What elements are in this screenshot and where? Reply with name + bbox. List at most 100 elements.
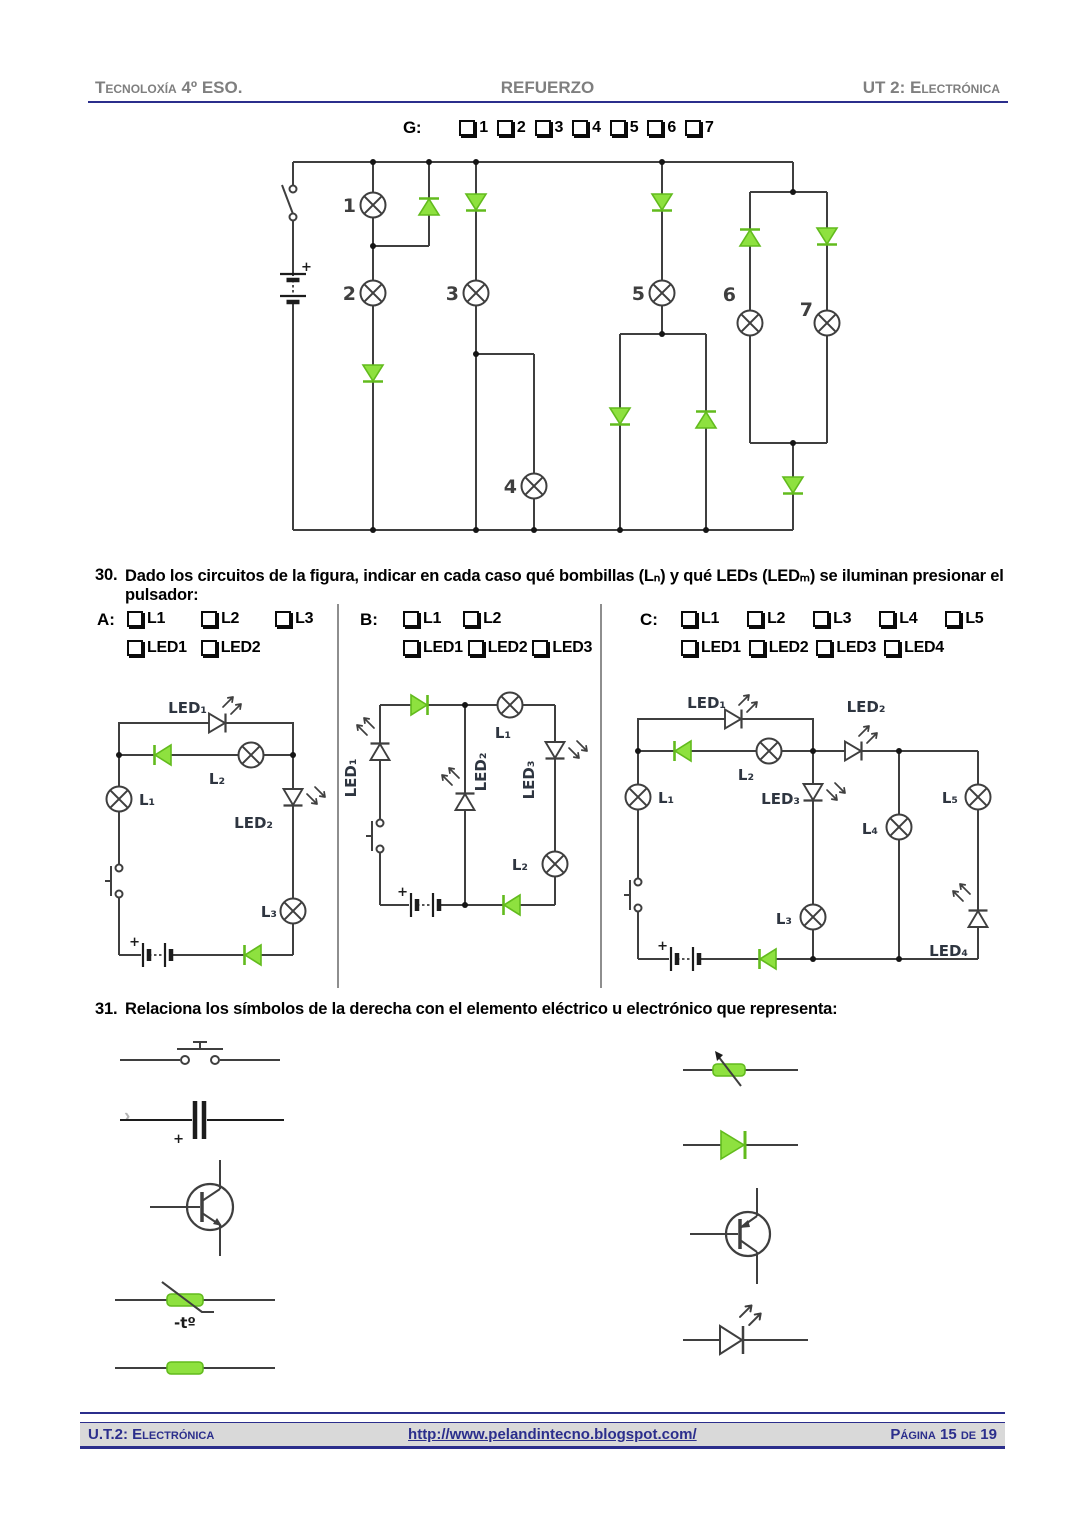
answer-group-b: B: L1 L2 LED1 LED2 LED3 xyxy=(360,610,592,657)
led1-icon xyxy=(369,742,391,762)
header-unit: UT 2: Electrónica xyxy=(862,78,1000,97)
g-options: 1 2 3 4 5 6 7 xyxy=(459,119,714,137)
checkbox-label: L5 xyxy=(965,610,984,627)
checkbox-label: 3 xyxy=(554,119,564,136)
l2-label: L₂ xyxy=(209,770,225,788)
bulb-4-label: 4 xyxy=(504,476,517,498)
checkbox-label: 6 xyxy=(667,119,676,136)
led2-icon xyxy=(843,740,863,762)
checkbox-c-led1[interactable] xyxy=(681,640,697,656)
diode-icon xyxy=(153,743,173,767)
checkbox-label: LED4 xyxy=(904,639,944,656)
led4-label: LED₄ xyxy=(929,942,968,960)
checkbox-a-led1[interactable] xyxy=(127,640,143,656)
bulb-2-label: 2 xyxy=(343,283,356,305)
junction-dots xyxy=(635,748,902,962)
checkbox-c-led4[interactable] xyxy=(884,640,901,656)
checkbox-b-led1[interactable] xyxy=(403,640,419,656)
pushbutton[interactable] xyxy=(104,863,124,899)
answer-group-c: C: L1 L2 L3 L4 L5 LED1 LED2 LED3 LED4 xyxy=(640,610,984,657)
checkbox-label: L4 xyxy=(899,610,918,627)
led-icon xyxy=(650,192,674,212)
column-divider xyxy=(337,604,339,988)
checkbox-b-l2[interactable] xyxy=(463,611,480,627)
circuit-b-diagram: L₁ LED₁ LED₂ LED₃ L₂ xyxy=(342,691,588,940)
potentiometer-symbol xyxy=(683,1051,798,1087)
group-b-label: B: xyxy=(360,610,378,629)
checkbox-g7[interactable] xyxy=(684,120,701,136)
checkbox-g4[interactable] xyxy=(572,120,589,136)
led-icon xyxy=(464,192,488,212)
checkbox-label: LED1 xyxy=(701,639,741,656)
checkbox-label: 2 xyxy=(516,119,526,136)
battery xyxy=(129,935,171,967)
led3-icon xyxy=(544,740,566,760)
bulb-6 xyxy=(736,309,764,337)
led-arrows-icon xyxy=(568,740,588,759)
led-arrows-icon xyxy=(306,786,326,805)
l3-label: L₃ xyxy=(776,910,792,928)
checkbox-a-l2[interactable] xyxy=(201,611,218,627)
junction-dots xyxy=(462,702,468,908)
circuit-c-diagram: LED₁ L₂ LED₂ L₁ LED₃ L₃ L₄ L₅ LED₄ xyxy=(623,694,992,980)
l1-label: L₁ xyxy=(658,789,674,807)
checkbox-c-l4[interactable] xyxy=(879,611,896,627)
checkbox-label: 4 xyxy=(592,119,601,136)
checkbox-c-l3[interactable] xyxy=(813,611,830,627)
bulb-l5 xyxy=(964,783,992,811)
checkbox-c-led3[interactable] xyxy=(816,640,833,656)
led-icon xyxy=(781,475,805,495)
battery xyxy=(397,885,439,917)
wires xyxy=(118,722,294,956)
footer-link[interactable]: http://www.pelandintecno.blogspot.com/ xyxy=(408,1426,697,1443)
column-divider xyxy=(600,604,602,988)
checkbox-b-led3[interactable] xyxy=(532,640,549,656)
footer-page-number: Página 15 de 19 xyxy=(890,1426,997,1443)
checkbox-b-l1[interactable] xyxy=(403,611,419,627)
checkbox-b-led2[interactable] xyxy=(467,640,484,656)
checkbox-g1[interactable] xyxy=(459,120,476,136)
checkbox-g2[interactable] xyxy=(496,120,513,136)
circuit-a-diagram: LED₁ L₂ L₁ LED₂ L₃ xyxy=(104,696,326,990)
emitter-arrow xyxy=(739,1220,750,1228)
bulb-7 xyxy=(813,309,841,337)
diode-icon xyxy=(673,739,693,763)
pnp-transistor-symbol xyxy=(690,1188,772,1284)
page-footer: U.T.2: Electrónica http://www.pelandinte… xyxy=(80,1422,1005,1449)
checkbox-label: 1 xyxy=(479,119,488,136)
led-arrows-icon xyxy=(222,696,242,715)
led3-label: LED₃ xyxy=(520,761,538,800)
checkbox-label: LED3 xyxy=(836,639,877,656)
thermistor-symbol: -tº xyxy=(115,1281,275,1332)
footer-unit: U.T.2: Electrónica xyxy=(88,1426,215,1443)
checkbox-label: L1 xyxy=(701,610,720,627)
led2-icon xyxy=(454,792,476,812)
checkbox-a-l3[interactable] xyxy=(275,611,292,627)
battery xyxy=(280,260,312,302)
led3-icon xyxy=(802,782,824,802)
bulb-l3 xyxy=(799,903,827,931)
pushbutton[interactable] xyxy=(623,877,643,913)
led-icon xyxy=(815,226,839,246)
question-30: 30. Dado los circuitos de la figura, ind… xyxy=(95,566,1005,605)
checkbox-c-l1[interactable] xyxy=(681,611,697,627)
checkbox-c-led2[interactable] xyxy=(748,640,765,656)
header-rule xyxy=(88,101,1008,103)
question-31: 31. Relaciona los símbolos de la derecha… xyxy=(95,1000,1005,1019)
checkbox-label: L2 xyxy=(221,610,240,627)
footer-rule xyxy=(80,1412,1005,1414)
checkbox-g5[interactable] xyxy=(609,120,626,136)
checkbox-c-l5[interactable] xyxy=(945,611,962,627)
checkbox-c-l2[interactable] xyxy=(747,611,764,627)
checkbox-g3[interactable] xyxy=(534,120,551,136)
checkbox-g6[interactable] xyxy=(647,120,664,136)
checkbox-label: L3 xyxy=(833,610,852,627)
bulb-4 xyxy=(520,472,548,500)
led1-label: LED₁ xyxy=(687,694,726,712)
checkbox-a-led2[interactable] xyxy=(200,640,217,656)
question-number: 31. xyxy=(95,1000,118,1018)
junction-dots xyxy=(116,752,296,758)
switch[interactable] xyxy=(281,184,298,222)
pushbutton[interactable] xyxy=(365,818,385,854)
checkbox-a-l1[interactable] xyxy=(127,611,143,627)
